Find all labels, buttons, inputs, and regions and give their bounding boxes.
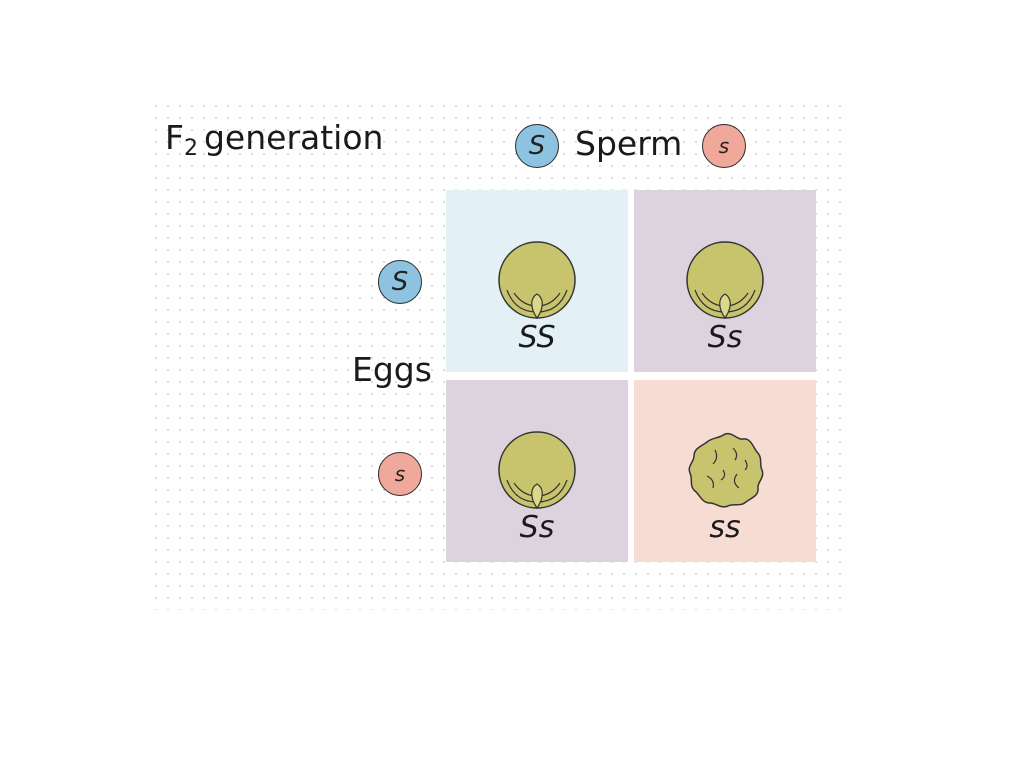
egg-dominant-label: S (391, 267, 409, 297)
genotype-label: Ss (707, 320, 743, 355)
genotype-label: ss (709, 510, 741, 545)
punnett-cell-ss: ss (634, 380, 816, 562)
genotype-label: Ss (519, 510, 555, 545)
eggs-label: Eggs (352, 350, 432, 389)
round-seed-icon (498, 241, 576, 320)
sperm-recessive-label: s (718, 134, 730, 158)
sperm-dominant-allele: S (515, 124, 559, 168)
egg-recessive-allele: s (378, 452, 422, 496)
punnett-cell-Ss-top: Ss (634, 190, 816, 372)
round-seed-icon (498, 431, 576, 510)
title-subscript: 2 (183, 136, 198, 161)
title-rest: generation (203, 118, 384, 157)
egg-recessive-label: s (394, 462, 406, 486)
punnett-cell-Ss-bottom: Ss (446, 380, 628, 562)
sperm-dominant-label: S (528, 131, 546, 161)
sperm-recessive-allele: s (702, 124, 746, 168)
round-seed-icon (686, 241, 764, 320)
genotype-label: SS (518, 320, 556, 355)
egg-dominant-allele: S (378, 260, 422, 304)
wrinkled-seed-icon (688, 432, 764, 508)
title-letter: F (165, 118, 184, 157)
sperm-label: Sperm (575, 124, 683, 163)
punnett-cell-SS: SS (446, 190, 628, 372)
